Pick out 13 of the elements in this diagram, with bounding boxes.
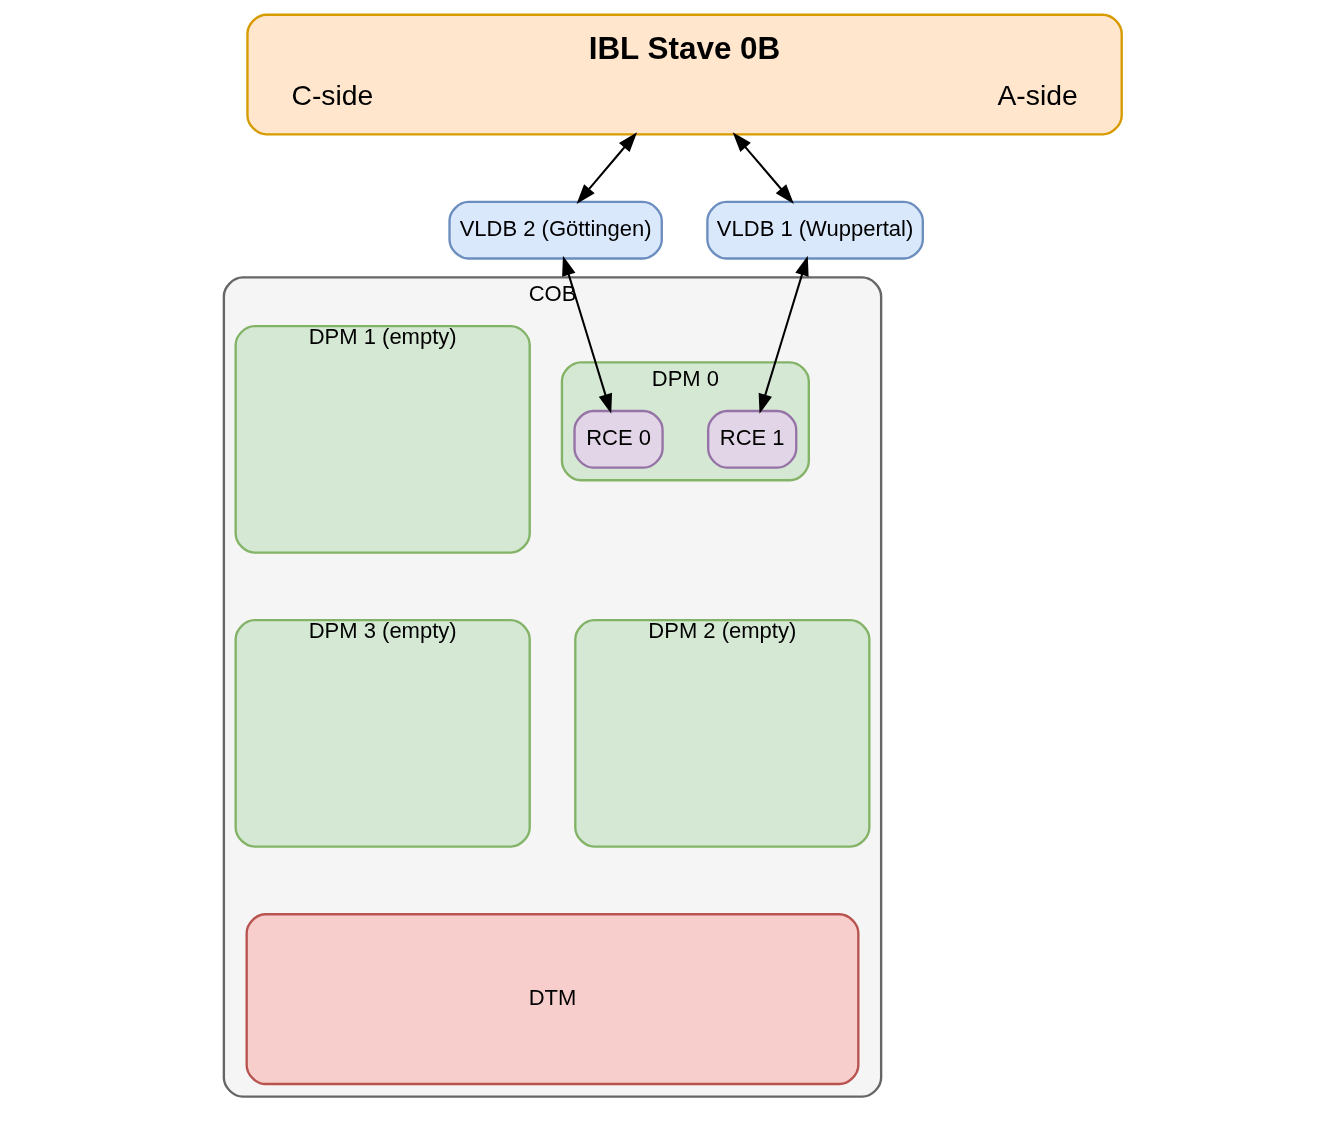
node-box: DTM bbox=[245, 913, 859, 1086]
node-box: VLDB 2 (Göttingen) bbox=[447, 200, 663, 260]
arrow bbox=[732, 132, 794, 204]
node-box: IBL Stave 0B C-side A-side bbox=[245, 13, 1123, 136]
arrow bbox=[576, 132, 637, 204]
node-box: RCE 0 bbox=[572, 409, 664, 469]
node-box: DPM 1 (empty) bbox=[234, 324, 531, 554]
node-box: VLDB 1 (Wuppertal) bbox=[705, 200, 924, 260]
arrow bbox=[758, 255, 809, 414]
node-box: DPM 3 (empty) bbox=[234, 619, 531, 848]
node-box: RCE 1 bbox=[706, 409, 797, 469]
node-box: DPM 2 (empty) bbox=[573, 619, 870, 848]
arrow bbox=[561, 255, 612, 414]
